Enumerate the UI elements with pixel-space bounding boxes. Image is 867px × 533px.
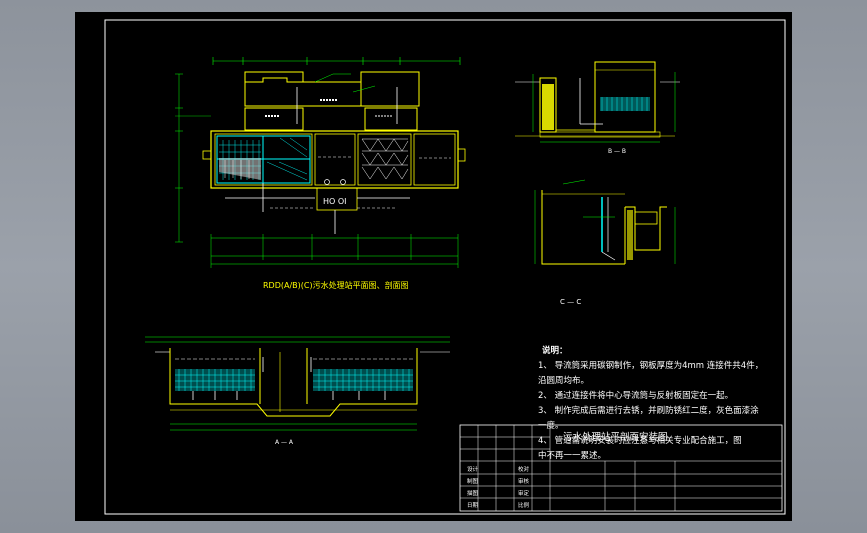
notes-title: 说明：: [542, 346, 568, 356]
drawing-sheet: HO OI RDD(A/B)(C)污水处理站平面图、剖面图: [75, 12, 792, 521]
tb-review-label: 审核: [518, 477, 530, 485]
note-line: 3、 制作完成后需进行去锈，并刷防锈红二度，灰色面漆涂: [538, 406, 759, 416]
plan-view-title: RDD(A/B)(C)污水处理站平面图、剖面图: [263, 280, 409, 290]
note-line: 2、 通过连接件将中心导流筒与反射板固定在一起。: [538, 391, 734, 401]
section-cc-title: C — C: [560, 298, 581, 306]
tb-approve-label: 审定: [518, 489, 530, 497]
note-line: 沿圆周均布。: [538, 376, 590, 386]
note-line: 中不再一一累述。: [538, 451, 607, 461]
tb-project-title: 污水处理站平剖面安装图: [563, 431, 668, 443]
section-aa: A — A: [145, 336, 450, 446]
drawing-notes: 说明： 1、 导流筒采用碳钢制作，钢板厚度为4mm 连接件共4件， 沿圆周均布。…: [538, 344, 778, 464]
drawing-frame: [104, 19, 786, 515]
svg-text:HO OI: HO OI: [323, 197, 347, 206]
plan-view: HO OI RDD(A/B)(C)污水处理站平面图、剖面图: [175, 57, 466, 290]
note-line: 4、 管道需说明安装时应注意与相关专业配合施工，图: [538, 436, 742, 446]
section-bb: B — B: [515, 61, 680, 155]
tb-date-label: 日期: [467, 502, 479, 509]
section-cc: C — C: [534, 179, 676, 306]
section-aa-title: A — A: [275, 439, 294, 446]
title-block: 设计 校对 制图 审核 描图 审定 日期 比例 污水处理站平剖面安装图: [459, 424, 783, 512]
tb-trace-label: 描图: [467, 489, 479, 497]
note-line: 一度。: [538, 421, 564, 431]
cad-drawing: HO OI RDD(A/B)(C)污水处理站平面图、剖面图: [104, 19, 786, 515]
tb-design-label: 设计: [467, 465, 479, 473]
note-line: 1、 导流筒采用碳钢制作，钢板厚度为4mm 连接件共4件，: [538, 361, 764, 371]
tb-scale-label: 比例: [518, 501, 530, 509]
tb-draw-label: 制图: [467, 477, 479, 485]
section-bb-title: B — B: [608, 148, 626, 155]
tb-check-label: 校对: [518, 465, 530, 473]
